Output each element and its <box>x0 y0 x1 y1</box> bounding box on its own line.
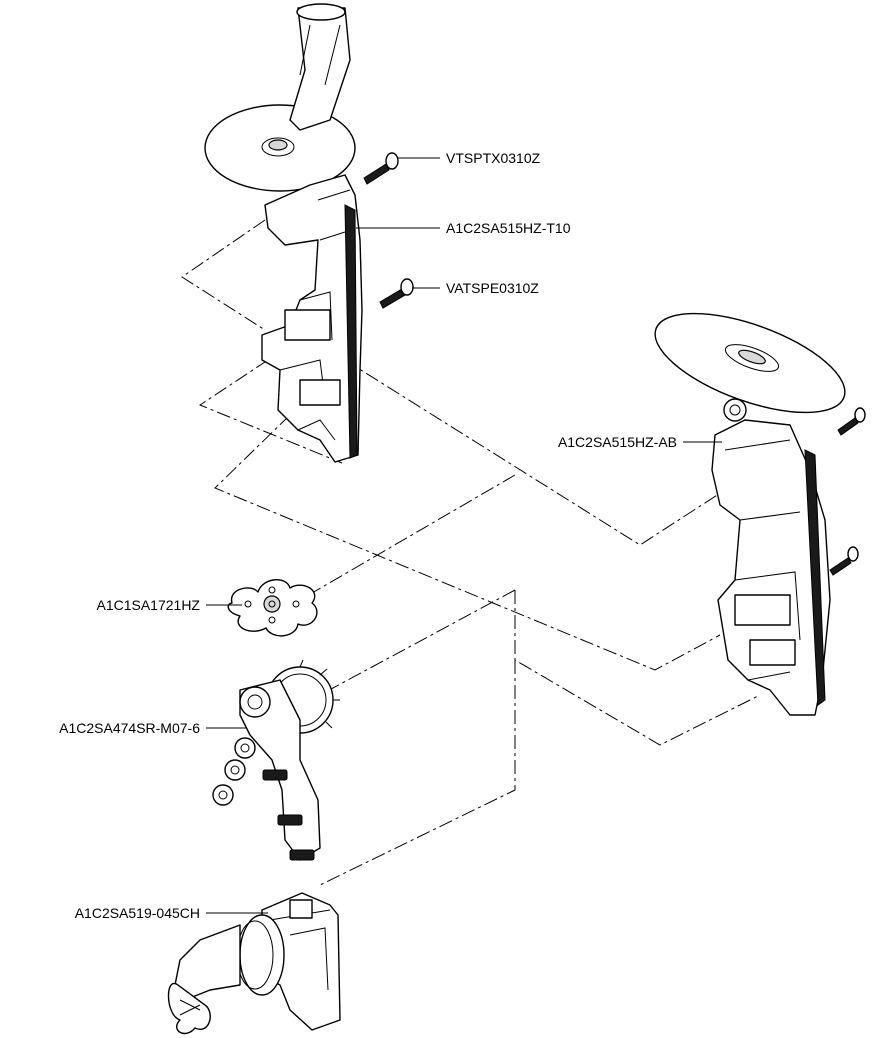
housing-part <box>167 892 341 1035</box>
part-labels: VTSPTX0310Z A1C2SA515HZ-T10 VATSPE0310Z … <box>59 150 677 921</box>
label-housing: A1C2SA519-045CH <box>75 905 200 921</box>
label-gear-assembly: A1C2SA474SR-M07-6 <box>59 720 200 736</box>
leader-lines <box>206 157 722 914</box>
spring-plate-part <box>227 579 318 637</box>
label-spring-plate: A1C1SA1721HZ <box>96 597 200 613</box>
screw-top-part <box>363 152 399 185</box>
gear-assembly-part <box>212 659 340 861</box>
label-bracket-ab: A1C2SA515HZ-AB <box>558 434 677 450</box>
bracket-t10-part <box>204 3 363 463</box>
screw-mid-part <box>379 278 414 309</box>
bracket-ab-part <box>654 312 866 716</box>
label-bracket-t10: A1C2SA515HZ-T10 <box>446 220 571 236</box>
alignment-lines <box>181 219 761 886</box>
label-screw-mid: VATSPE0310Z <box>446 280 539 296</box>
label-screw-top: VTSPTX0310Z <box>446 150 541 166</box>
